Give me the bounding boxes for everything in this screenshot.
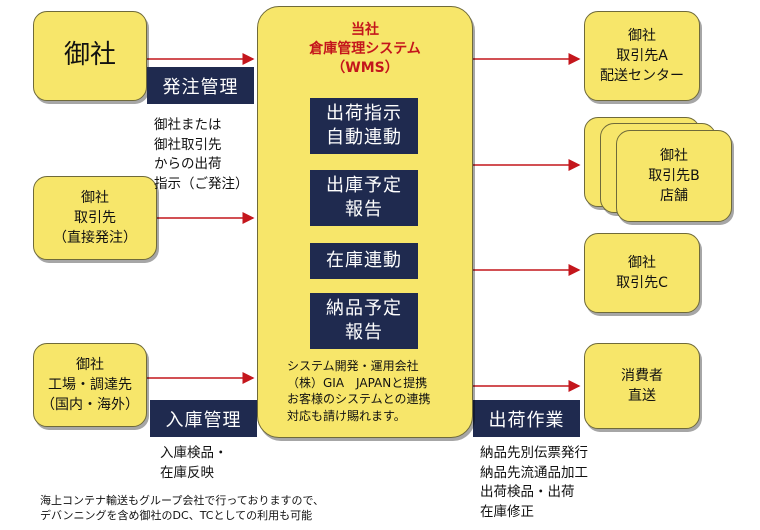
wms-title: 当社 倉庫管理システム （WMS） — [309, 22, 421, 76]
client-box: 御社 取引先 （直接発注） — [33, 176, 157, 260]
wms-function-outbound-report: 出庫予定 報告 — [310, 170, 418, 226]
order-description: 御社または 御社取引先 からの出荷 指示（ご発注） — [154, 117, 249, 192]
wms-function-shipping-instruction: 出荷指示 自動連動 — [310, 98, 418, 154]
receiving-description: 入庫検品・ 在庫反映 — [160, 445, 228, 481]
wms-note: システム開発・運用会社 （株）GIA JAPANと提携 お客様のシステムとの連携… — [287, 359, 431, 423]
footnote: 海上コンテナ輸送もグループ会社で行っておりますので、 デバンニングを含め御社のD… — [40, 494, 325, 522]
ours-box: 御社 — [33, 11, 147, 101]
wms-function-inventory-sync: 在庫連動 — [310, 243, 418, 279]
order-management-label: 発注管理 — [147, 67, 254, 104]
dest-c-box: 御社 取引先C — [584, 233, 700, 313]
shipping-description: 納品先別伝票発行 納品先流通品加工 出荷検品・出荷 在庫修正 — [480, 445, 588, 520]
receiving-management-label: 入庫管理 — [150, 400, 257, 437]
dest-a-box: 御社 取引先A 配送センター — [584, 11, 700, 101]
wms-function-delivery-report: 納品予定 報告 — [310, 293, 418, 349]
shipping-work-label: 出荷作業 — [473, 400, 580, 437]
factory-box: 御社 工場・調達先 （国内・海外） — [33, 343, 147, 427]
consumer-box: 消費者 直送 — [584, 343, 700, 429]
dest-b-box: 御社 取引先B 店舗 — [616, 130, 732, 222]
